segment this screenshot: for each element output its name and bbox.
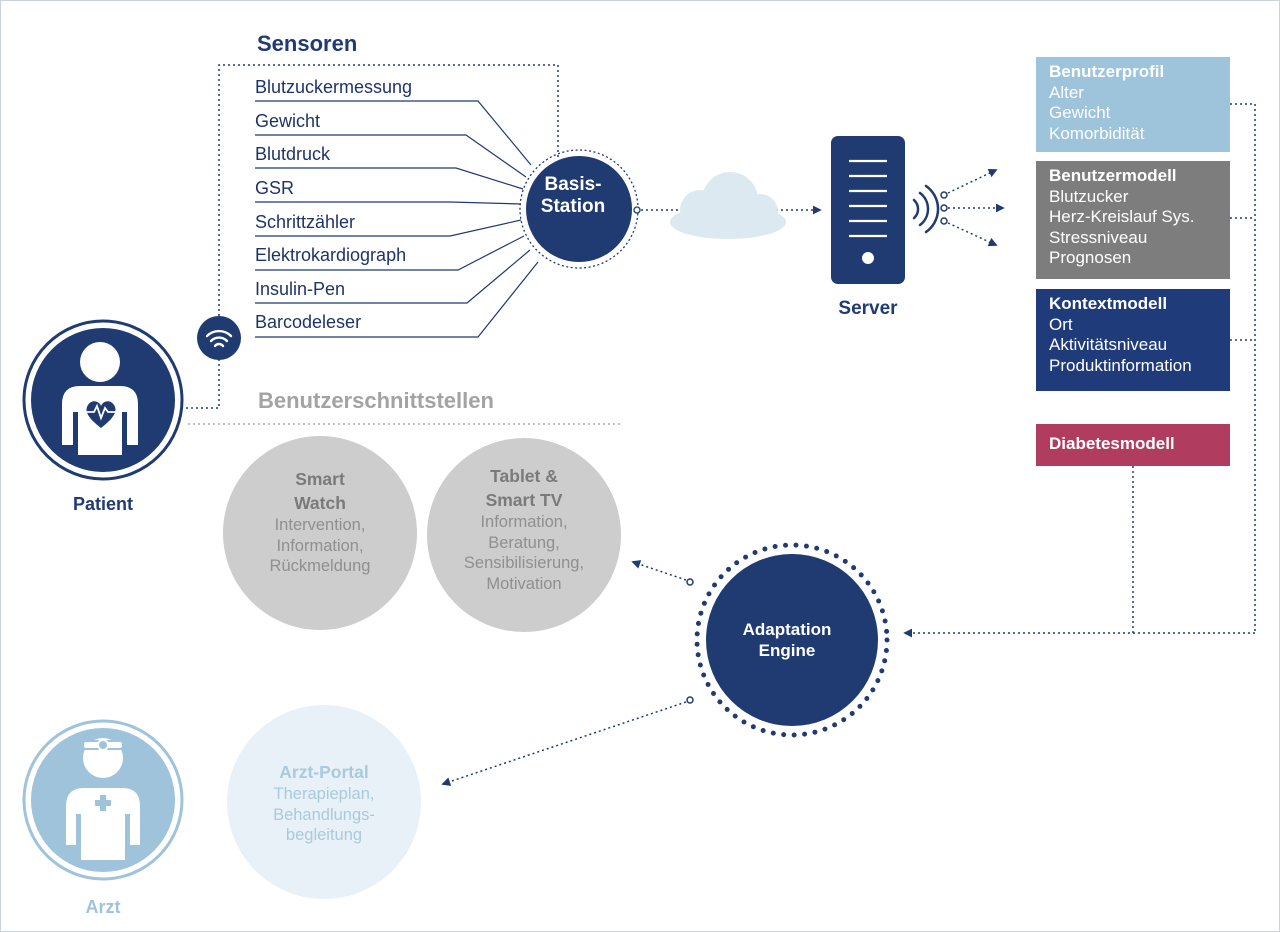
benutzerprofil-title: Benutzerprofil [1049, 62, 1165, 81]
server-icon[interactable] [831, 136, 905, 284]
tablet-smart-tv-circle[interactable] [427, 438, 621, 632]
sensor-item[interactable]: Schrittzähler [255, 212, 356, 232]
smart-watch-item: Intervention, [274, 516, 366, 534]
smart-watch-title-1: Smart [295, 469, 345, 489]
arzt-label: Arzt [85, 897, 121, 917]
benutzerprofil-box[interactable]: Benutzerprofil Alter Gewicht Komorbiditä… [1036, 57, 1230, 152]
kontextmodell-item: Ort [1049, 314, 1073, 334]
smart-watch-label: Smart Watch Intervention, Information, R… [224, 467, 416, 577]
basis-station-port [633, 206, 641, 214]
sensor-bracket-line [186, 64, 559, 409]
sensors-heading: Sensoren [257, 31, 358, 56]
benutzerprofil-item: Gewicht [1049, 103, 1111, 122]
signal-waves-icon [912, 184, 940, 234]
sensor-item[interactable]: GSR [255, 178, 295, 198]
interfaces-heading: Benutzerschnittstellen [258, 388, 494, 413]
benutzermodell-item: Prognosen [1049, 248, 1132, 267]
smart-watch-circle[interactable] [223, 436, 417, 630]
smart-watch-title-2: Watch [294, 493, 346, 513]
arzt-portal-item: Behandlungs- [273, 805, 375, 824]
benutzerprofil-item: Alter [1049, 82, 1084, 102]
tablet-item: Information, [480, 513, 568, 531]
adaptation-engine-node[interactable] [694, 542, 890, 738]
arzt-portal-circle[interactable] [227, 705, 421, 899]
sensor-item[interactable]: Elektrokardiograph [255, 245, 407, 265]
benutzermodell-item: Stressniveau [1049, 227, 1148, 247]
server-output-arrows [940, 169, 1005, 247]
server-label: Server [838, 298, 898, 319]
adaptation-engine-label: Adaptation Engine [712, 619, 862, 661]
diabetesmodell-box[interactable]: Diabetesmodell [1036, 424, 1230, 466]
basis-station-line1: Basis- [544, 174, 602, 195]
arzt-portal-label: Arzt-Portal Therapieplan, Behandlungs- b… [228, 760, 420, 846]
kontextmodell-box[interactable]: Kontextmodell Ort Aktivitätsniveau Produ… [1036, 289, 1230, 391]
engine-output-arrows [441, 560, 694, 786]
tablet-smart-tv-label: Tablet & Smart TV Information, Beratung,… [428, 464, 620, 594]
arzt-portal-item: begleitung [285, 826, 363, 844]
doctor-icon[interactable] [22, 719, 184, 881]
kontextmodell-title: Kontextmodell [1049, 294, 1168, 313]
arzt-portal-item: Therapieplan, [273, 785, 375, 803]
benutzermodell-title: Benutzermodell [1049, 166, 1177, 185]
sensor-connector-lines [255, 100, 539, 338]
benutzermodell-item: Blutzucker [1049, 186, 1129, 206]
sensor-item[interactable]: Gewicht [255, 111, 321, 131]
basis-station-line2: Station [540, 196, 606, 218]
adaptation-engine-line2: Engine [758, 641, 816, 660]
tablet-item: Sensibilisierung, [463, 554, 585, 572]
sensor-item[interactable]: Insulin-Pen [255, 279, 346, 299]
tablet-title-2: Smart TV [485, 490, 563, 510]
tablet-title-1: Tablet & [490, 466, 558, 486]
kontextmodell-item: Produktinformation [1049, 355, 1192, 375]
kontextmodell-item: Aktivitätsniveau [1049, 335, 1168, 354]
smart-watch-item: Rückmeldung [269, 557, 371, 575]
cloud-icon [670, 172, 786, 239]
tablet-item: Beratung, [488, 533, 560, 552]
diabetesmodell-title: Diabetesmodell [1049, 434, 1175, 453]
benutzerprofil-item: Komorbidität [1049, 123, 1145, 143]
basis-station-circle[interactable] [526, 156, 632, 262]
benutzermodell-item: Herz-Kreislauf Sys. [1049, 207, 1195, 226]
patient-label: Patient [72, 494, 133, 514]
basis-station-label: Basis- Station [523, 174, 623, 218]
sensor-item[interactable]: Barcodeleser [255, 312, 362, 332]
sensor-item[interactable]: Blutzuckermessung [255, 77, 413, 97]
benutzermodell-box[interactable]: Benutzermodell Blutzucker Herz-Kreislauf… [1036, 161, 1230, 279]
adaptation-engine-line1: Adaptation [742, 620, 832, 639]
wifi-icon [197, 316, 241, 360]
arzt-portal-title: Arzt-Portal [279, 762, 369, 782]
model-feedback-lines [903, 103, 1256, 638]
smart-watch-item: Information, [276, 536, 364, 555]
sensor-item[interactable]: Blutdruck [255, 144, 331, 164]
patient-heart-icon[interactable] [22, 319, 184, 481]
tablet-item: Motivation [486, 574, 562, 593]
